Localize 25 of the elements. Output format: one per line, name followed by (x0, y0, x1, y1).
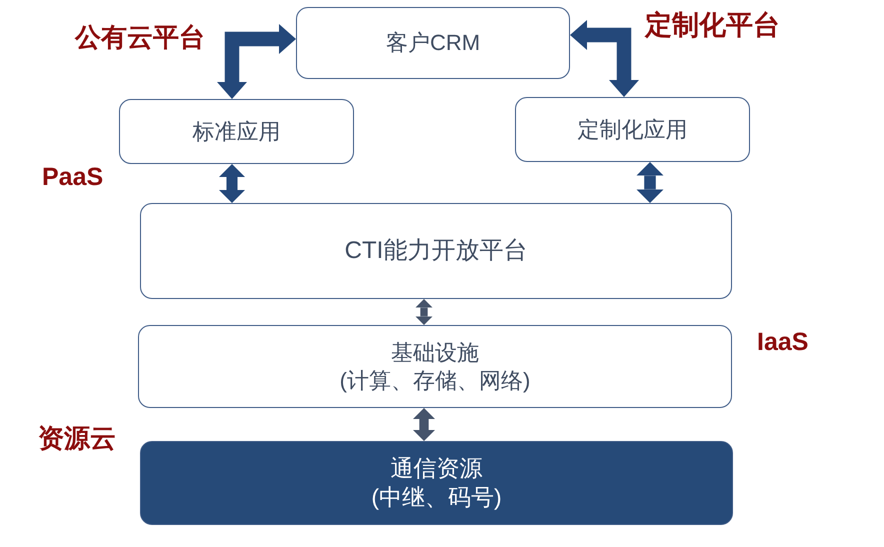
node-subtitle: (中继、码号) (371, 483, 502, 512)
double-arrow (413, 408, 435, 441)
layer-label: 资源云 (38, 424, 116, 454)
node-title: 通信资源 (390, 454, 482, 483)
double-arrow (219, 164, 245, 203)
node-title: 基础设施 (391, 339, 479, 366)
layer-label: IaaS (757, 328, 808, 357)
layer-box (119, 99, 354, 164)
layer-box (140, 203, 732, 299)
double-arrow (415, 299, 433, 325)
layer-label: 公有云平台 (75, 23, 205, 53)
node-subtitle: (计算、存储、网络) (340, 366, 530, 394)
elbow-arrow (570, 20, 639, 97)
layer-box (515, 97, 750, 162)
node-title: 客户CRM (386, 29, 480, 57)
node-title: 标准应用 (192, 118, 280, 146)
layer-label: PaaS (42, 163, 104, 192)
layer-label: 定制化平台 (645, 10, 780, 42)
elbow-arrow (217, 24, 296, 99)
layer-box (138, 325, 732, 408)
node-title: CTI能力开放平台 (344, 236, 528, 266)
layer-box-filled (140, 441, 733, 525)
double-arrow (636, 162, 664, 203)
node-title: 定制化应用 (578, 116, 688, 144)
layer-box (296, 7, 570, 79)
